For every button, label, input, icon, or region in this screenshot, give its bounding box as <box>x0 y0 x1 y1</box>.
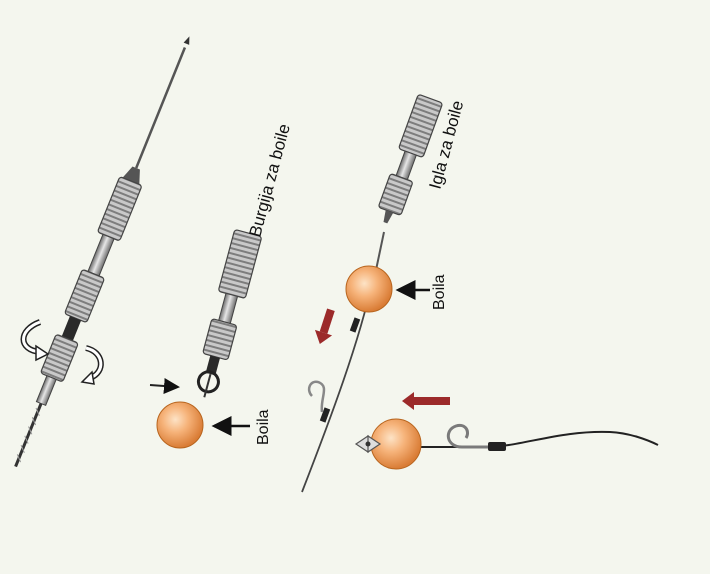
finished-rig <box>354 392 659 470</box>
drill-tool-with-boilie: Boila Burgija za boile <box>149 122 294 449</box>
drill-tool-assembled <box>14 36 190 468</box>
boilie-label-left: Boila <box>255 409 272 445</box>
boilie-label-right: Boila <box>431 274 448 310</box>
rig-hook-icon <box>446 423 488 449</box>
boilie-left <box>156 401 204 449</box>
hook-icon <box>307 380 326 413</box>
drill-label: Burgija za boile <box>246 122 294 239</box>
move-down-arrow-icon <box>314 308 335 345</box>
boilie-right <box>345 265 393 313</box>
move-left-arrow-icon <box>402 392 450 410</box>
